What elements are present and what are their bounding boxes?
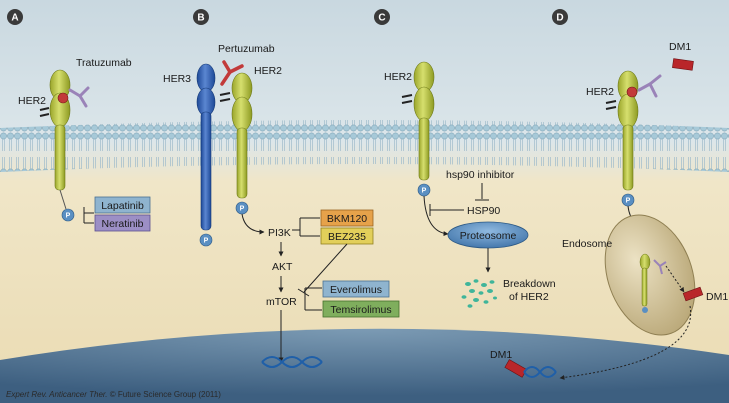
cell-membrane [0,120,729,172]
svg-text:P: P [204,238,209,245]
dm1-payload-released [682,286,704,302]
endosome-label: Endosome [562,238,612,250]
endosome [604,214,696,336]
proteosome-label: Proteosome [460,230,517,242]
her3-receptor [196,63,216,231]
pi3k-label: PI3K [268,227,291,239]
tratuzumab-antibody [68,86,90,108]
svg-text:D: D [556,13,563,24]
svg-text:B: B [197,13,204,24]
her2-label-b: HER2 [254,65,282,77]
pertuzumab-label: Pertuzumab [218,43,275,55]
dm1-payload-top [672,58,694,71]
neratinib-label: Neratinib [101,218,143,230]
svg-text:P: P [422,188,427,195]
dm1-label-top: DM1 [669,41,691,53]
svg-text:P: P [66,213,71,220]
phospho-c: P [417,183,431,197]
copyright-credit: Expert Rev. Anticancer Ther. © Future Sc… [6,390,221,399]
phospho-d: P [621,193,635,207]
dm1-label-nuclear: DM1 [490,349,512,361]
panel-label-c: C [374,9,390,25]
her3-label: HER3 [163,73,191,85]
hsp90-inhibitor-label: hsp90 inhibitor [446,169,515,181]
breakdown-label-line2: of HER2 [509,291,549,303]
akt-label: AKT [272,261,293,273]
her2-receptor-b [219,72,253,199]
bound-antigen-dot [57,92,69,104]
her2-label-a: HER2 [18,95,46,107]
bez235-label: BEZ235 [328,231,366,243]
tratuzumab-label: Tratuzumab [76,57,132,69]
svg-text:P: P [240,206,245,213]
everolimus-label: Everolimus [330,284,382,296]
svg-text:A: A [11,13,18,24]
svg-text:P: P [626,198,631,205]
her2-label-d: HER2 [586,86,614,98]
her2-receptor-c [401,61,435,181]
panel-b: Pertuzumab HER3 HER2 P [163,43,400,368]
panel-d: DM1 HER2 P Endosome [490,41,728,380]
panel-c: HER2 P hsp90 inhibitor HSP90 Proteosome … [384,61,556,308]
phospho-a: P [61,208,75,222]
dna-b [261,356,323,368]
temsirolimus-box [322,300,400,318]
dna-d [523,366,557,378]
panel-a: Tratuzumab HER2 P Lapatinib Nerati [18,57,151,232]
phospho-her2-b: P [235,201,249,215]
panel-label-b: B [193,9,209,25]
temsirolimus-label: Temsirolimus [330,304,391,316]
lapatinib-label: Lapatinib [101,200,144,212]
pertuzumab-antibody [220,60,244,86]
phospho-her3: P [199,233,213,247]
internalized-receptor [639,253,667,313]
nucleus [0,328,729,403]
bound-antigen-dot-d [626,86,638,98]
breakdown-label-line1: Breakdown [503,278,556,290]
bkm120-label: BKM120 [327,213,367,225]
everolimus-box [322,280,390,298]
mtor-label: mTOR [266,296,297,308]
her2-fragments [461,279,497,308]
her2-label-c: HER2 [384,71,412,83]
panel-label-d: D [552,9,568,25]
dm1-label-released: DM1 [706,291,728,303]
hsp90-label: HSP90 [467,205,500,217]
svg-text:C: C [378,13,385,24]
neratinib-box [94,214,151,232]
lapatinib-box [94,196,151,214]
bkm120-box [320,209,374,227]
tdm1-antibody [637,74,662,98]
panel-label-a: A [7,9,23,25]
